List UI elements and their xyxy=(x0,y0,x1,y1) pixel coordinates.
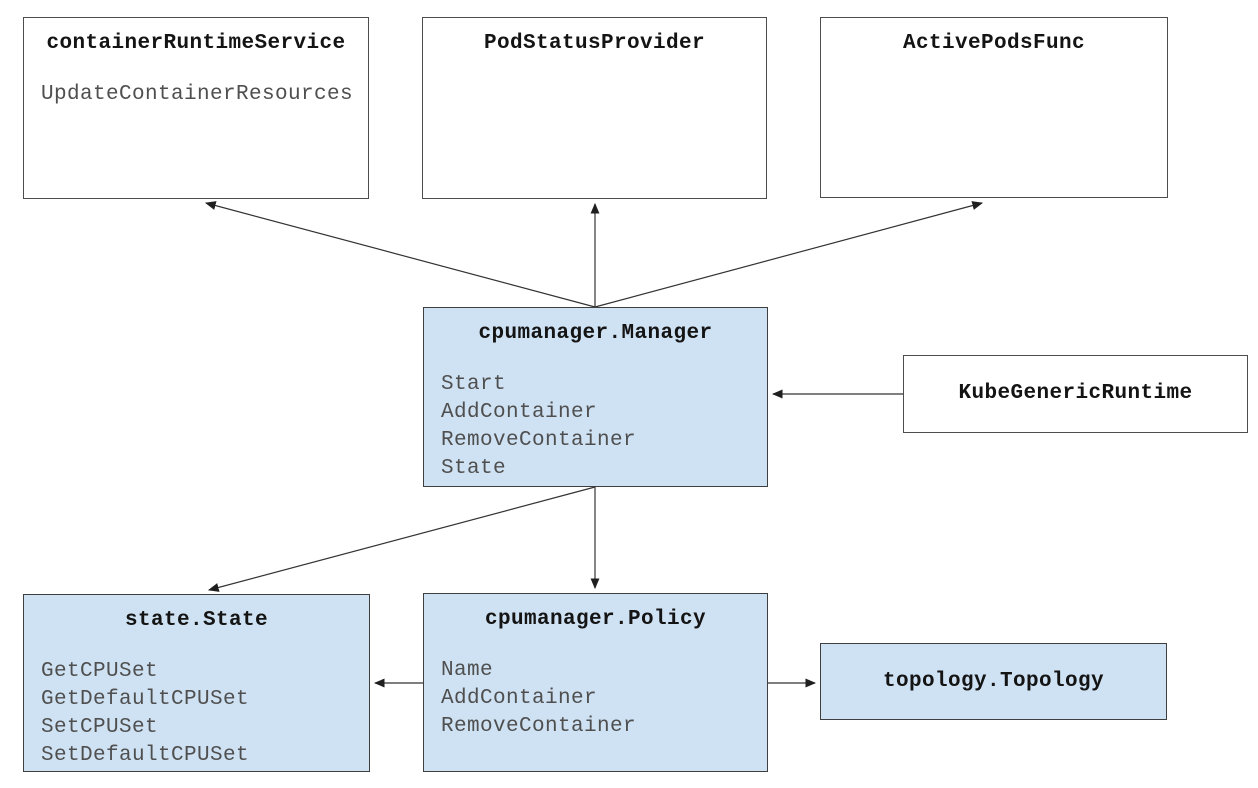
box-pod-status-provider: PodStatusProvider xyxy=(422,17,767,199)
arrow-manager-to-active-pods-func xyxy=(594,201,984,308)
box-cpumanager-manager: cpumanager.Manager Start AddContainer Re… xyxy=(423,307,768,487)
method-list: GetCPUSet GetDefaultCPUSet SetCPUSet Set… xyxy=(24,658,369,770)
box-title: containerRuntimeService xyxy=(46,32,346,55)
method-label: AddContainer xyxy=(441,401,598,424)
method-label: RemoveContainer xyxy=(441,715,637,738)
box-title: PodStatusProvider xyxy=(483,32,706,55)
box-title: KubeGenericRuntime xyxy=(958,382,1193,405)
method-label: Start xyxy=(441,373,507,396)
arrow-manager-to-container-runtime-service xyxy=(204,201,596,308)
arrow-manager-to-state xyxy=(207,486,596,592)
box-topology-topology: topology.Topology xyxy=(820,643,1167,720)
method-list: Start AddContainer RemoveContainer State xyxy=(424,371,767,483)
box-title: cpumanager.Manager xyxy=(478,322,713,345)
method-list: Name AddContainer RemoveContainer xyxy=(424,657,767,741)
box-kube-generic-runtime: KubeGenericRuntime xyxy=(903,355,1248,433)
box-state-state: state.State GetCPUSet GetDefaultCPUSet S… xyxy=(23,594,370,772)
method-label: RemoveContainer xyxy=(441,429,637,452)
box-title: ActivePodsFunc xyxy=(902,32,1086,55)
method-label: GetCPUSet xyxy=(41,660,159,683)
method-label: State xyxy=(441,457,507,480)
box-cpumanager-policy: cpumanager.Policy Name AddContainer Remo… xyxy=(423,593,768,772)
method-list: UpdateContainerResources xyxy=(24,81,368,109)
method-label: UpdateContainerResources xyxy=(41,83,354,106)
box-title: topology.Topology xyxy=(882,669,1105,693)
method-label: AddContainer xyxy=(441,687,598,710)
method-label: SetDefaultCPUSet xyxy=(41,744,250,767)
method-label: GetDefaultCPUSet xyxy=(41,688,250,711)
box-container-runtime-service: containerRuntimeService UpdateContainerR… xyxy=(23,17,369,199)
box-title: state.State xyxy=(124,609,269,632)
box-title: cpumanager.Policy xyxy=(484,608,707,631)
box-active-pods-func: ActivePodsFunc xyxy=(820,17,1168,198)
method-label: SetCPUSet xyxy=(41,716,159,739)
method-label: Name xyxy=(441,659,494,682)
